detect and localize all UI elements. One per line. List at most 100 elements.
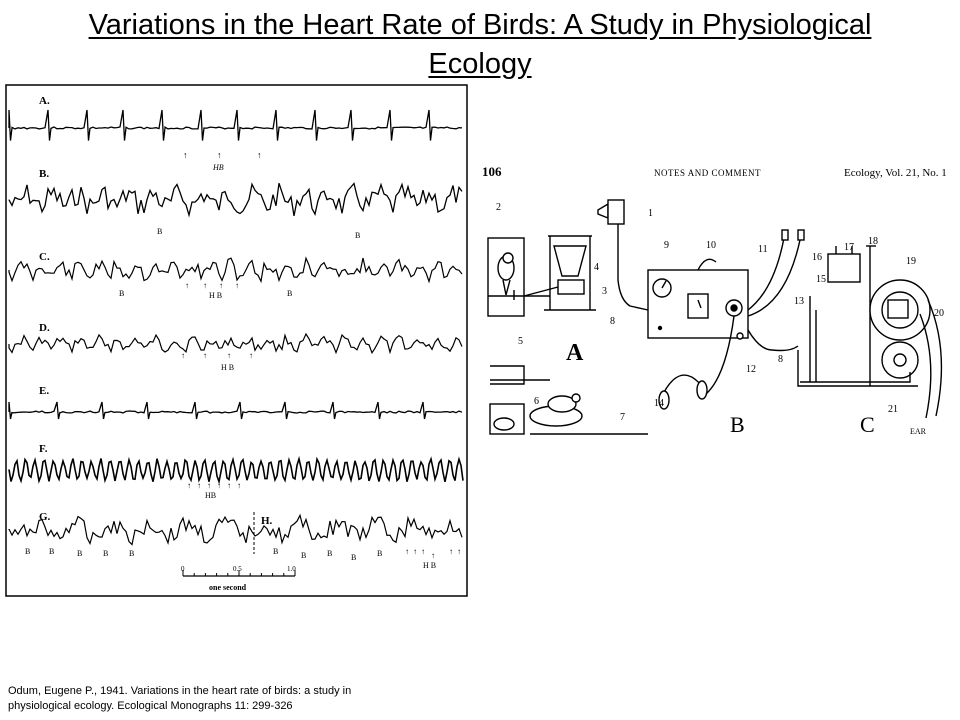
svg-text:13: 13 [794,296,804,307]
trace-a-hb-label: HB [212,163,224,172]
trace-g-annotations: B B B B B B B B B B ↑ ↑ ↑ ↑ ↑ ↑ H B [25,547,461,570]
ecg-figure-border [5,84,468,597]
svg-text:↑: ↑ [413,547,417,556]
ecg-trace-d [8,332,463,355]
slide-title-line2: Ecology [428,48,532,80]
trace-label-f: F. [39,443,48,455]
svg-text:↑: ↑ [197,481,201,490]
trace-h-hb-label: H B [423,561,436,570]
time-scale: 0 0.5 1.0 one second [181,565,296,592]
ecg-trace-b [8,182,463,218]
svg-text:↑: ↑ [249,351,253,360]
ecg-trace-e [8,401,463,420]
trace-c-hb-label: H B [209,291,222,300]
svg-text:21: 21 [888,404,898,415]
bird-perch-frame [487,237,550,317]
svg-text:B: B [301,551,306,560]
svg-text:19: 19 [906,256,916,267]
svg-text:20: 20 [934,308,944,319]
svg-text:1: 1 [648,208,653,219]
svg-text:↑: ↑ [405,547,409,556]
svg-text:↑: ↑ [237,481,241,490]
svg-text:↑: ↑ [217,481,221,490]
svg-text:↑: ↑ [181,351,185,360]
scale-tick-0-5: 0.5 [233,565,242,573]
svg-text:↑: ↑ [457,547,461,556]
trace-label-c: C. [39,251,50,263]
svg-text:8: 8 [778,354,783,365]
ecg-traces-figure: A. B. C. D. E. F. G. H. ↑ ↑ ↑ HB B B B B… [5,84,468,597]
citation-line1: Odum, Eugene P., 1941. Variations in the… [8,685,352,697]
svg-text:2: 2 [496,202,501,213]
trace-f-annotations: ↑ ↑ ↑ ↑ ↑ ↑ HB [187,481,241,500]
slide-title: Variations in the Heart Rate of Birds: A… [30,6,930,84]
trace-a-annotations: ↑ ↑ ↑ HB [183,150,262,172]
svg-text:9: 9 [664,240,669,251]
svg-text:↑: ↑ [217,150,222,160]
svg-text:11: 11 [758,244,768,255]
svg-text:↑: ↑ [203,281,207,290]
svg-text:16: 16 [812,252,822,263]
svg-text:B: B [377,549,382,558]
svg-text:B: B [129,549,134,558]
svg-text:6: 6 [534,396,539,407]
svg-text:12: 12 [746,364,756,375]
svg-text:5: 5 [518,336,523,347]
scale-tick-1-0: 1.0 [287,565,296,573]
headphones [658,315,735,410]
slide-title-line1: Variations in the Heart Rate of Birds: A… [88,9,872,41]
nest-bird [489,365,648,435]
svg-text:B: B [287,289,292,298]
svg-text:↑: ↑ [227,351,231,360]
kymograph-assembly [747,245,943,419]
svg-text:14: 14 [654,398,664,409]
svg-text:B: B [25,547,30,556]
svg-text:B: B [77,549,82,558]
svg-text:B: B [327,549,332,558]
svg-text:↑: ↑ [235,281,239,290]
section-label-c: C [860,412,875,437]
ecg-trace-f [8,455,464,485]
section-label-b: B [730,412,745,437]
svg-text:↑: ↑ [421,547,425,556]
svg-text:7: 7 [620,412,625,423]
svg-text:↑: ↑ [449,547,453,556]
svg-text:B: B [119,289,124,298]
citation: Odum, Eugene P., 1941. Variations in the… [8,684,468,714]
power-cords [747,229,805,317]
svg-text:↑: ↑ [183,150,188,160]
trace-f-hb-label: HB [205,491,216,500]
svg-text:B: B [49,547,54,556]
trace-label-g: G. [39,511,51,523]
section-label-a: A [566,340,584,366]
ecg-trace-g [8,513,463,546]
ear-label: EAR [910,427,927,436]
svg-text:B: B [273,547,278,556]
trace-label-e: E. [39,385,49,397]
citation-line2: physiological ecology. Ecological Monogr… [8,700,293,712]
svg-text:B: B [103,549,108,558]
svg-text:B: B [157,227,162,236]
svg-text:8: 8 [610,316,615,327]
svg-text:↑: ↑ [203,351,207,360]
svg-text:4: 4 [594,262,599,273]
amplifier-unit [523,235,596,311]
trace-label-b: B. [39,168,49,180]
svg-text:10: 10 [706,240,716,251]
main-amplifier-box [647,258,749,340]
svg-text:↑: ↑ [431,551,435,560]
trace-d-hb-label: H B [221,363,234,372]
trace-d-annotations: ↑ ↑ ↑ ↑ H B [181,351,253,372]
trace-label-h: H. [261,515,273,527]
speaker [597,199,649,311]
page-number: 106 [482,164,502,179]
svg-text:17: 17 [844,242,854,253]
trace-c-annotations: B B ↑ ↑ ↑ ↑ H B [119,281,292,300]
svg-text:↑: ↑ [227,481,231,490]
svg-text:↑: ↑ [207,481,211,490]
part-numbers: 1 2 3 4 5 6 7 8 9 10 11 12 13 14 15 16 1… [496,202,944,423]
svg-text:↑: ↑ [257,150,262,160]
scale-caption: one second [209,583,247,592]
running-head: NOTES AND COMMENT [654,168,761,178]
svg-text:18: 18 [868,236,878,247]
